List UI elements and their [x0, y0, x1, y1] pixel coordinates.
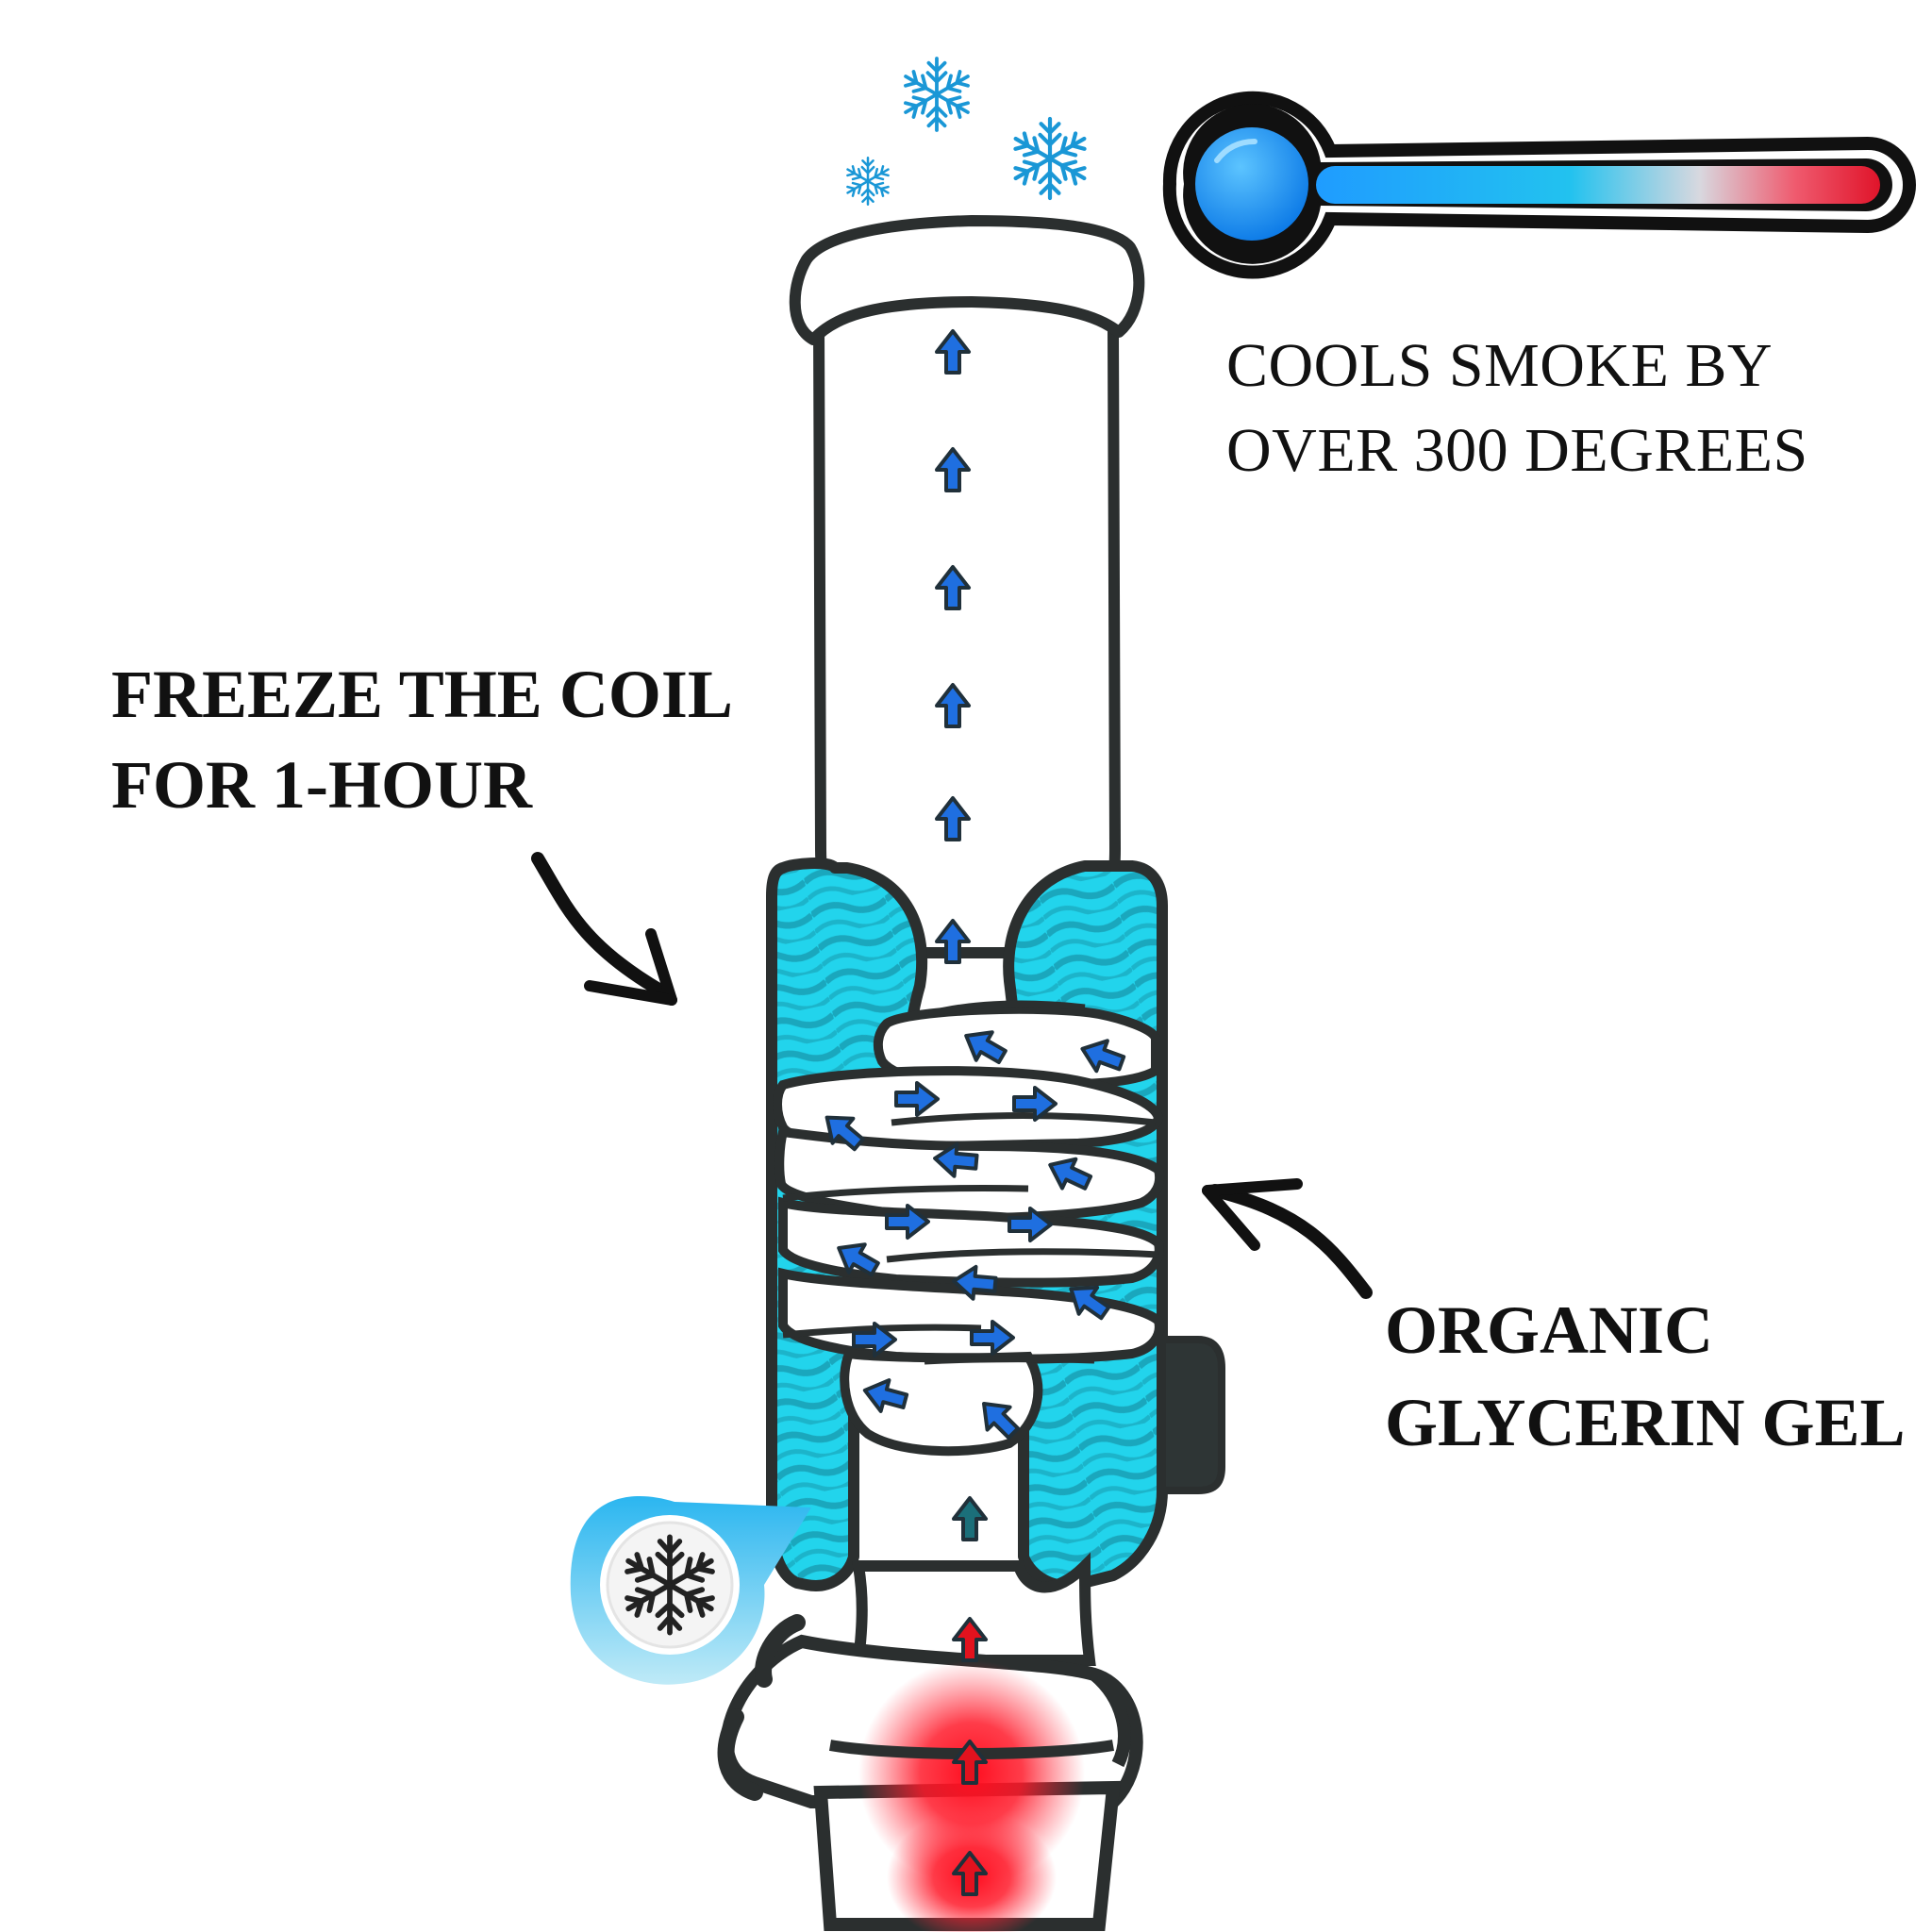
thermometer-icon [1162, 91, 1916, 279]
freeze-line-2: FOR 1-HOUR [111, 747, 532, 823]
snowflake-icon [901, 58, 972, 130]
gel-line-2: GLYCERIN GEL [1385, 1385, 1906, 1460]
freeze-pointer-arrow [531, 852, 667, 997]
snowflake-icon [1010, 119, 1089, 198]
cools-smoke-label: COOLS SMOKE BY OVER 300 DEGREES [1226, 335, 1808, 482]
glycerin-chamber [766, 858, 1225, 1591]
gel-line-1: ORGANIC [1385, 1292, 1714, 1368]
cools-line-2: OVER 300 DEGREES [1226, 416, 1808, 485]
base-connector [717, 1614, 1143, 1932]
pointer-arrows [531, 852, 1373, 1299]
freeze-coil-label: FREEZE THE COIL FOR 1-HOUR [111, 660, 733, 819]
gel-pointer-arrow [1208, 1184, 1373, 1299]
freeze-badge-icon [570, 1495, 811, 1685]
cools-line-1: COOLS SMOKE BY [1226, 331, 1774, 400]
lower-stem [851, 1552, 1096, 1666]
snowflakes [844, 58, 1089, 205]
glycerin-gel-label: ORGANIC GLYCERIN GEL [1385, 1296, 1906, 1457]
snowflake-icon [623, 1534, 717, 1632]
snowflake-icon [844, 158, 891, 205]
freeze-line-1: FREEZE THE COIL [111, 657, 733, 732]
